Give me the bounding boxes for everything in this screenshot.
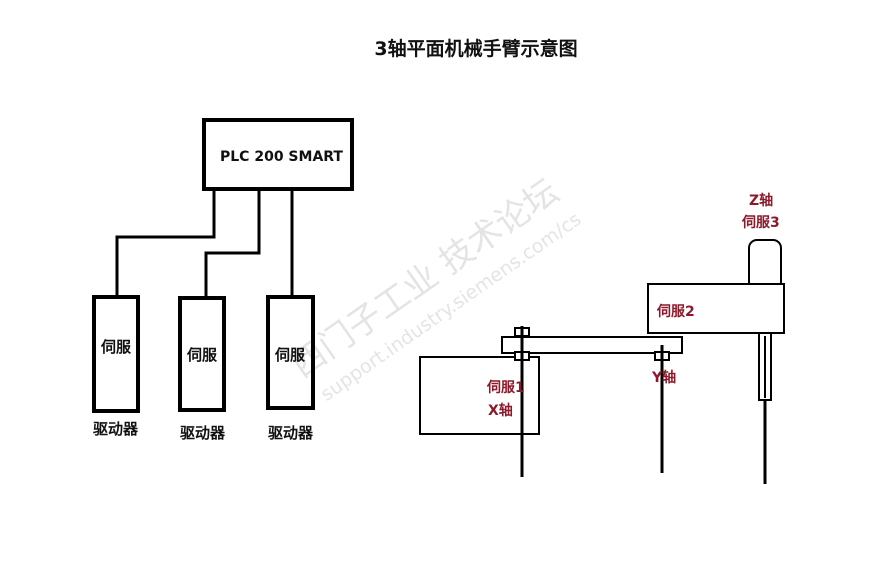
y-servo-label: 伺服2 [656,303,695,320]
wire-2 [204,189,261,298]
z-servo-label: 伺服3 [741,214,780,231]
wire-1 [115,189,216,298]
servo-drive-3: 伺服 驱动器 [266,295,315,442]
servo-drive-2: 伺服 驱动器 [178,296,226,442]
servo-box [266,295,315,410]
servo-caption: 驱动器 [268,424,314,442]
x-servo-box [419,356,540,435]
servo-caption: 驱动器 [180,424,226,442]
servo-drive-1: 伺服 驱动器 [92,295,140,438]
servo-label: 伺服 [274,346,306,364]
wiring [115,189,294,298]
robot-arm [419,239,785,484]
diagram-title: 3轴平面机械手臂示意图 [374,37,577,60]
y-beam [501,336,683,354]
x-servo-label: 伺服1 [486,379,525,396]
servo-label: 伺服 [186,346,218,364]
plc-box [202,118,354,191]
servo-label: 伺服 [100,338,132,356]
plc-label: PLC 200 SMART [220,149,343,165]
z-axis-label: Z轴 [749,192,773,209]
servo-caption: 驱动器 [93,420,139,438]
plc-block: PLC 200 SMART [202,118,354,191]
y-servo-box [647,283,785,334]
y-axis-label: Y轴 [651,369,676,386]
servo-box [178,296,226,412]
servo-box [92,295,140,413]
x-axis-label: X轴 [488,402,513,419]
z-servo-motor [748,239,782,291]
